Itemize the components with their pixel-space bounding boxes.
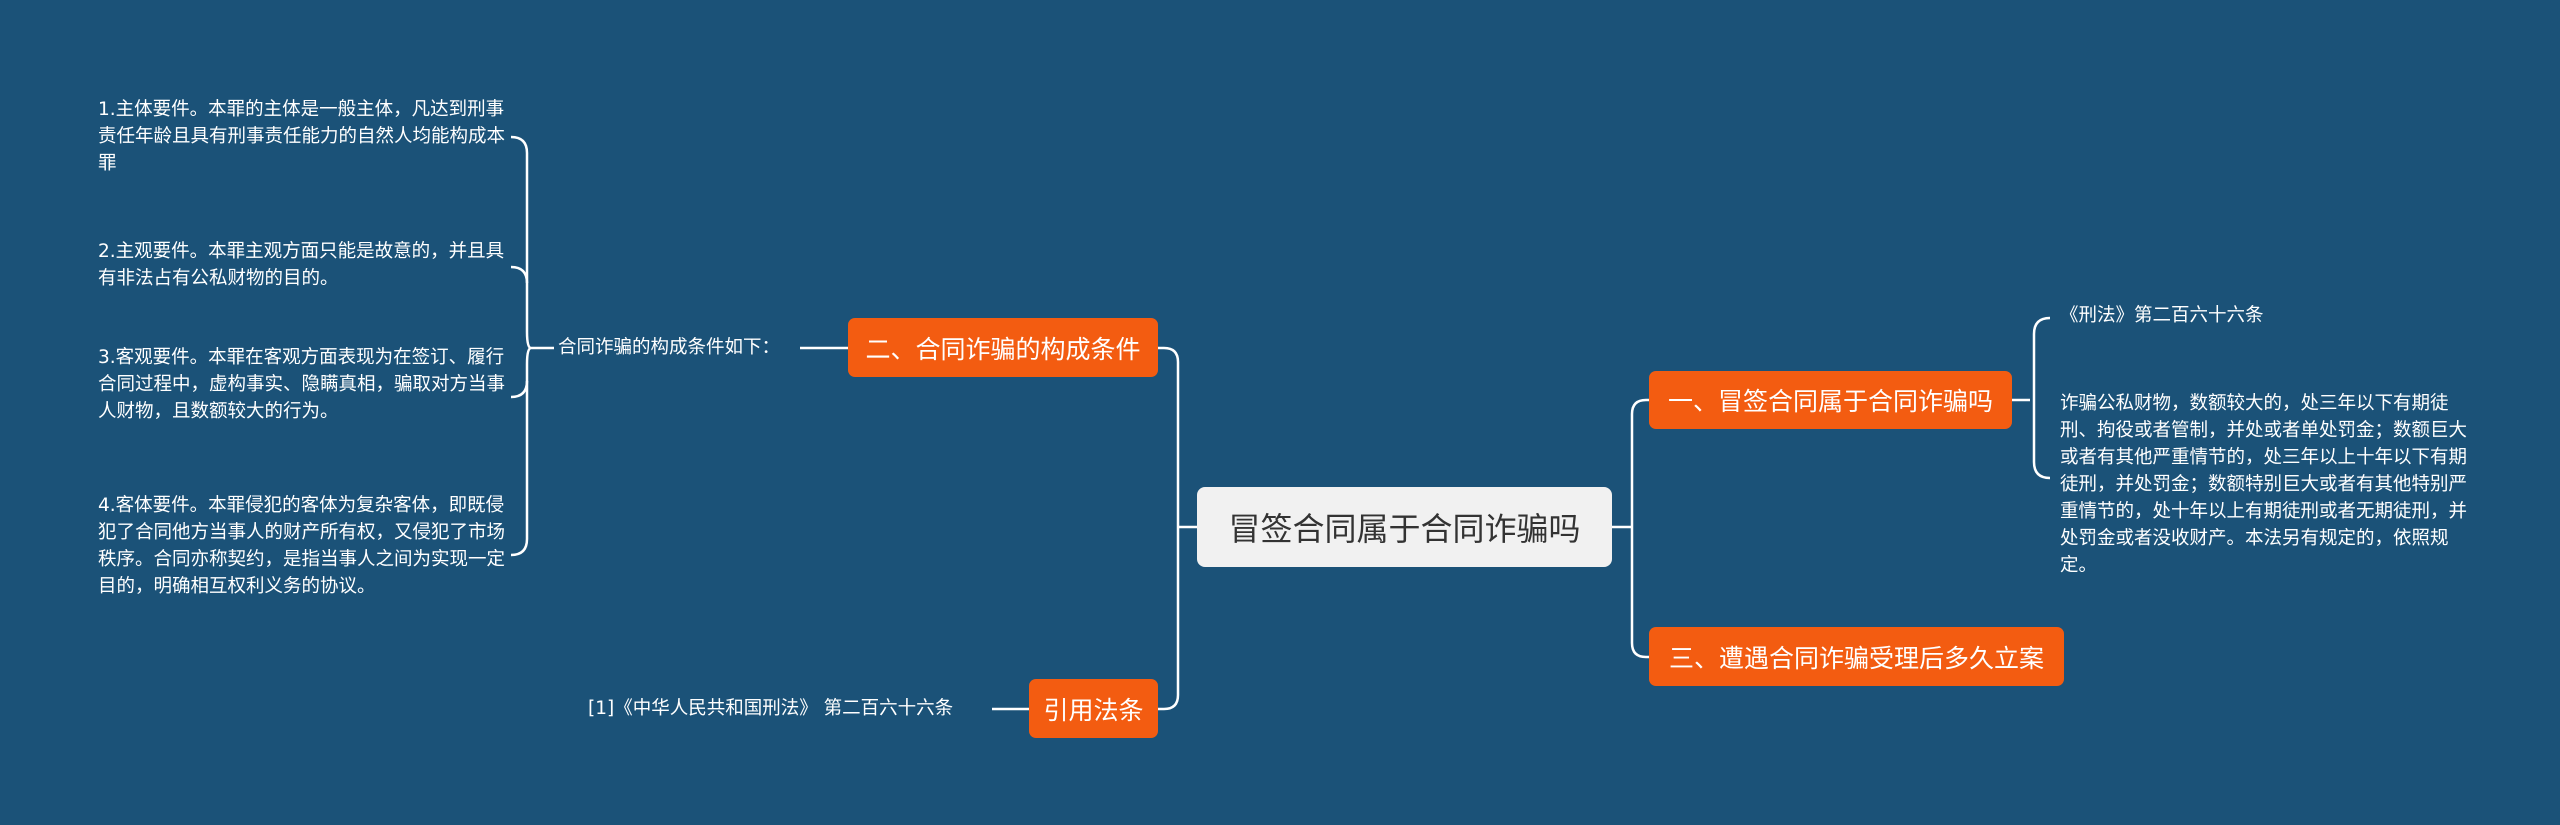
- condition-item-4[interactable]: 4.客体要件。本罪侵犯的客体为复杂客体，即既侵犯了合同他方当事人的财产所有权，又…: [98, 495, 506, 597]
- condition-item-1[interactable]: 1.主体要件。本罪的主体是一般主体，凡达到刑事责任年龄且具有刑事责任能力的自然人…: [98, 99, 506, 174]
- constituent-intro[interactable]: 合同诈骗的构成条件如下：: [558, 337, 781, 358]
- condition-item-3[interactable]: 3.客观要件。本罪在客观方面表现为在签订、履行合同过程中，虚构事实、隐瞒真相，骗…: [98, 347, 506, 422]
- condition-item-2[interactable]: 2.主观要件。本罪主观方面只能是故意的，并且具有非法占有公私财物的目的。: [98, 241, 505, 289]
- branch-constituent-conditions[interactable]: 二、合同诈骗的构成条件: [848, 318, 1158, 377]
- criminal-law-text[interactable]: 诈骗公私财物，数额较大的，处三年以下有期徒刑、拘役或者管制，并处或者单处罚金；数…: [2060, 393, 2468, 576]
- central-topic[interactable]: 冒签合同属于合同诈骗吗: [1197, 487, 1612, 567]
- law-reference[interactable]: [1]《中华人民共和国刑法》 第二百六十六条: [588, 698, 954, 719]
- branch-filing-time[interactable]: 三、遭遇合同诈骗受理后多久立案: [1649, 627, 2064, 686]
- criminal-law-title[interactable]: 《刑法》第二百六十六条: [2060, 305, 2264, 326]
- branch-cited-laws[interactable]: 引用法条: [1029, 679, 1158, 738]
- branch-is-fraud[interactable]: 一、冒签合同属于合同诈骗吗: [1649, 371, 2012, 429]
